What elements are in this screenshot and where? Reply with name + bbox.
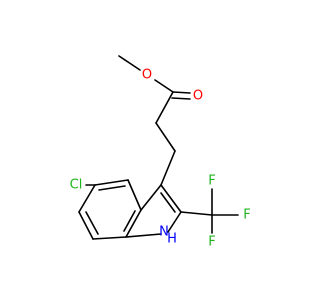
fluorine-bottom-label: F: [208, 235, 215, 250]
bond-c4-c5: [94, 179, 129, 186]
bond-c7a-c3a-inner: [123, 210, 136, 232]
bond-c2-n1: [167, 211, 182, 233]
bond-c6-c7: [78, 211, 94, 240]
bond-layer: [78, 55, 239, 240]
atom-label-layer: O O Cl F F F N H: [70, 68, 251, 250]
fluorine-top-label: F: [208, 174, 215, 189]
bond-c7-c7a: [92, 236, 127, 240]
bond-n1-c7a: [125, 233, 162, 238]
bond-c5-c6: [78, 184, 96, 213]
indole-hydrogen-label: H: [167, 232, 177, 247]
bond-c7a-c3a: [125, 209, 142, 238]
bond-c3-c2: [160, 184, 182, 213]
bond-o-carbonyl: [154, 79, 174, 93]
molecule-structure: O O Cl F F F N H: [70, 55, 251, 250]
bond-c4-c5-inner: [98, 185, 126, 191]
bond-carbonyl-o-double-b: [171, 97, 191, 100]
bond-ch2-c3: [160, 150, 176, 186]
bond-c3-c2-inner: [160, 192, 176, 213]
bond-c6-c7-inner: [85, 211, 99, 235]
bond-methyl-o: [118, 55, 141, 71]
bond-carbonyl-o-double-a: [172, 91, 191, 94]
bond-c3a-c4: [127, 179, 142, 211]
bond-carbonyl-ch2: [155, 91, 174, 124]
fluorine-right-label: F: [243, 208, 250, 223]
bond-ch2-ch2: [155, 122, 176, 152]
chlorine-label: Cl: [70, 178, 83, 193]
bond-c3a-c3: [140, 184, 162, 211]
ester-oxygen-double-label: O: [193, 89, 203, 104]
ester-oxygen-single-label: O: [142, 68, 152, 83]
bond-c2-cf3: [180, 211, 213, 216]
indole-nitrogen-label: N: [159, 225, 169, 240]
